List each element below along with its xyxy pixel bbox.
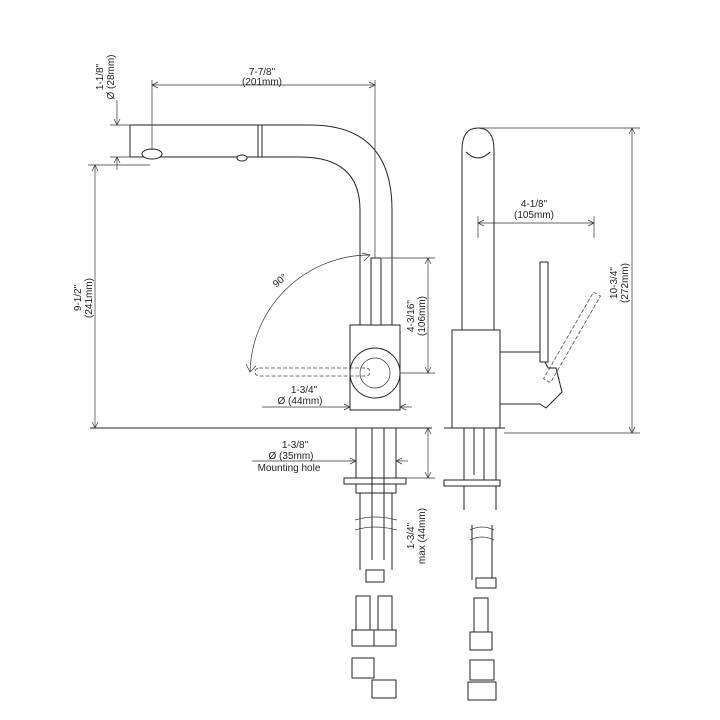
- reach-imperial: 7-7/8": [249, 67, 276, 78]
- max-deck-imperial: 1-3/4": [406, 522, 417, 549]
- mounting-hole-imperial: 1-3/8": [282, 440, 309, 451]
- front-spout: [129, 124, 393, 330]
- max-deck-metric: max (44mm): [417, 508, 428, 564]
- side-lever-upright: [539, 261, 549, 363]
- dim-reach: 7-7/8" (201mm): [151, 67, 376, 258]
- outlet-diameter-metric: Ø (28mm): [106, 55, 117, 100]
- spout-height-imperial: 9-1/2": [73, 284, 84, 311]
- front-hoses: [351, 595, 397, 699]
- reach-metric: (201mm): [242, 77, 282, 88]
- lever-height-metric: (106mm): [417, 296, 428, 336]
- front-lever-hub: [349, 347, 401, 399]
- dim-side-reach: 4-1/8" (105mm): [477, 199, 595, 238]
- swivel-arc: [249, 254, 371, 373]
- outlet-diameter-imperial: 1-1/8": [95, 63, 106, 90]
- side-reach-metric: (105mm): [514, 210, 554, 221]
- dim-total-height: 10-3/4" (272mm): [478, 127, 640, 434]
- total-height-imperial: 10-3/4": [609, 267, 620, 299]
- side-shank: [443, 428, 501, 589]
- base-diameter-imperial: 1-3/4": [291, 385, 318, 396]
- side-lever-tilted: [542, 291, 602, 384]
- dim-base-diameter: 1-3/4" Ø (44mm): [262, 385, 412, 411]
- dim-mounting-hole: 1-3/8" Ø (35mm) Mounting hole: [252, 440, 408, 474]
- base-diameter-metric: Ø (44mm): [278, 396, 323, 407]
- side-body: [451, 329, 501, 429]
- lever-height-imperial: 4-3/16": [406, 300, 417, 332]
- mounting-hole-metric: Ø (35mm): [269, 451, 314, 462]
- side-view: 4-1/8" (105mm) 10-3/4" (272mm): [443, 127, 640, 701]
- dim-spout-height: 9-1/2" (241mm): [73, 164, 150, 429]
- side-hoses: [467, 597, 497, 701]
- dim-outlet-diameter: 1-1/8" Ø (28mm): [95, 55, 130, 170]
- spout-height-metric: (241mm): [84, 278, 95, 318]
- dim-max-deck: 1-3/4" max (44mm): [406, 427, 435, 564]
- side-cartridge: [499, 351, 563, 409]
- total-height-metric: (272mm): [620, 263, 631, 303]
- side-reach-imperial: 4-1/8": [521, 199, 548, 210]
- front-shank: [343, 427, 407, 583]
- swivel-angle-label: 90°: [271, 272, 290, 290]
- front-view: 1-1/8" Ø (28mm) 7-7/8" (201mm) 9-1/2" (2…: [73, 55, 435, 699]
- dim-lever-height: 4-3/16" (106mm): [382, 257, 435, 374]
- mounting-hole-label: Mounting hole: [258, 463, 321, 474]
